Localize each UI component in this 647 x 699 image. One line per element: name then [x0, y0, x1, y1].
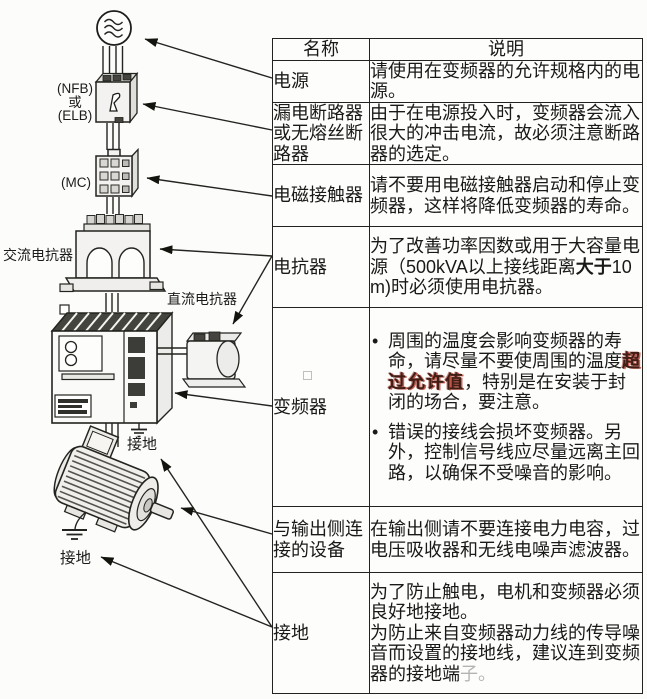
arrow-dc-reactor	[232, 255, 273, 325]
inverter-ground-label: 接地	[127, 436, 157, 453]
arrow-ground-motor	[100, 556, 273, 628]
contactor-icon	[95, 147, 139, 198]
arrow-inverter	[174, 390, 273, 407]
desc-text: 为防止来自变频器动力线的传导噪音而设置的接地线，建议连到变频器的接地端	[370, 622, 640, 684]
arrow-output-device	[180, 507, 273, 535]
motor-icon	[53, 425, 174, 533]
component-name-cell: 电抗器	[272, 226, 370, 308]
component-desc-cell: 由于在电源投入时，变频器会流入很大的冲击电流，故必须注意断路器的选定。	[369, 101, 643, 165]
component-desc-cell: 在输出侧请不要连接电力电容，过电压吸收器和无线电噪声滤波器。	[369, 506, 643, 573]
component-name-cell: 与输出侧连接的设备	[272, 506, 370, 573]
breaker-contactor-lines	[106, 123, 120, 150]
ground-symbol-motor	[62, 511, 87, 540]
table-row: 电磁接触器 请不要用电磁接触器启动和停止变频器，这样将降低变频器的寿命。	[272, 164, 643, 227]
component-desc-cell: 请使用在变频器的允许规格内的电源。	[369, 59, 643, 103]
contactor-label: (MC)	[61, 175, 91, 190]
arrow-contactor	[146, 175, 273, 197]
ground-symbol-inverter	[131, 423, 147, 438]
breaker-label-line1: (NFB)	[57, 81, 93, 96]
breaker-label-line2: 或	[68, 95, 82, 110]
component-name-cell: 电磁接触器	[272, 164, 370, 227]
table-row: 漏电断路器或无熔丝断路器 由于在电源投入时，变频器会流入很大的冲击电流，故必须注…	[272, 101, 643, 165]
component-name-cell: 电源	[272, 59, 370, 103]
bullet-list: 周围的温度会影响变频器的寿命，请尽量不要使周围的温度超过允许值，特别是在安装于封…	[370, 331, 642, 484]
component-desc-cell: 为了改善功率因数或用于大容量电源（500kVA以上接线距离大于10m)时必须使用…	[369, 226, 643, 308]
watermark-artifact	[303, 371, 312, 380]
table-row: 电源 请使用在变频器的允许规格内的电源。	[272, 59, 643, 103]
breaker-label-line3: (ELB)	[58, 108, 93, 123]
desc-text: 为了改善功率因数或用于大容量电源（500kVA以上接线距离	[370, 236, 640, 277]
motor-ground-label: 接地	[60, 549, 91, 567]
arrow-breaker	[142, 102, 273, 131]
desc-bold-text: 大于	[575, 256, 612, 277]
arrow-ac-reactor	[159, 245, 273, 257]
contactor-reactor-lines	[106, 197, 120, 214]
table-row: 电抗器 为了改善功率因数或用于大容量电源（500kVA以上接线距离大于10m)时…	[272, 226, 643, 308]
pointer-arrows	[100, 38, 273, 628]
component-name-cell: 接地	[272, 572, 370, 694]
bullet-text: 周围的温度会影响变频器的寿命，请尽量不要使周围的温度	[388, 330, 622, 372]
faded-text: 子。	[460, 663, 496, 684]
arrow-ground-inverter	[160, 458, 273, 628]
reactor-inverter-lines	[105, 293, 119, 312]
spec-table: 名称 说明 电源 请使用在变频器的允许规格内的电源。 漏电断路器或无熔丝断路器 …	[272, 38, 643, 694]
breaker-icon	[94, 71, 139, 124]
inverter-icon	[50, 304, 174, 425]
component-desc-cell: 周围的温度会影响变频器的寿命，请尽量不要使周围的温度超过允许值，特别是在安装于封…	[369, 307, 643, 507]
bullet-item: 周围的温度会影响变频器的寿命，请尽量不要使周围的温度超过允许值，特别是在安装于封…	[370, 331, 642, 413]
table-row: 接地 为了防止触电，电机和变频器必须良好地接地。 为防止来自变频器动力线的传导噪…	[272, 572, 643, 694]
table-row: 与输出侧连接的设备 在输出侧请不要连接电力电容，过电压吸收器和无线电噪声滤波器。	[272, 506, 643, 573]
watermarked-text: 超过允许值	[388, 351, 641, 392]
header-name: 名称	[272, 38, 370, 61]
power-feed-lines	[102, 46, 124, 73]
desc-paragraph: 为了防止触电，电机和变频器必须良好地接地。	[370, 581, 640, 623]
desc-paragraph: 为防止来自变频器动力线的传导噪音而设置的接地线，建议连到变频器的接地端子。	[370, 623, 642, 685]
ac-reactor-icon	[59, 214, 167, 293]
arrow-power	[144, 38, 273, 79]
ac-reactor-label: 交流电抗器	[3, 247, 73, 263]
desc-text: 10m)时必须使用电抗器。	[370, 256, 632, 298]
table-header-row: 名称 说明	[272, 38, 643, 61]
table-row: 变频器 周围的温度会影响变频器的寿命，请尽量不要使周围的温度超过允许值，特别是在…	[272, 307, 643, 507]
component-desc-cell: 请不要用电磁接触器启动和停止变频器，这样将降低变频器的寿命。	[369, 164, 643, 227]
dc-reactor-label: 直流电抗器	[167, 291, 237, 307]
inverter-dc-reactor-lines	[157, 347, 187, 355]
component-name-cell: 变频器	[272, 307, 370, 507]
dc-reactor-icon	[181, 331, 247, 388]
bullet-text: ，特别是在安装于封闭的场合，要注意。	[388, 371, 626, 413]
bullet-item: 错误的接线会损坏变频器。另外，控制信号线应尽量远离主回路，以确保不受噪音的影响。	[370, 422, 642, 484]
header-desc: 说明	[369, 38, 643, 61]
component-desc-cell: 为了防止触电，电机和变频器必须良好地接地。 为防止来自变频器动力线的传导噪音而设…	[369, 572, 643, 694]
power-source-icon	[96, 10, 132, 46]
component-name-cell: 漏电断路器或无熔丝断路器	[272, 101, 370, 165]
